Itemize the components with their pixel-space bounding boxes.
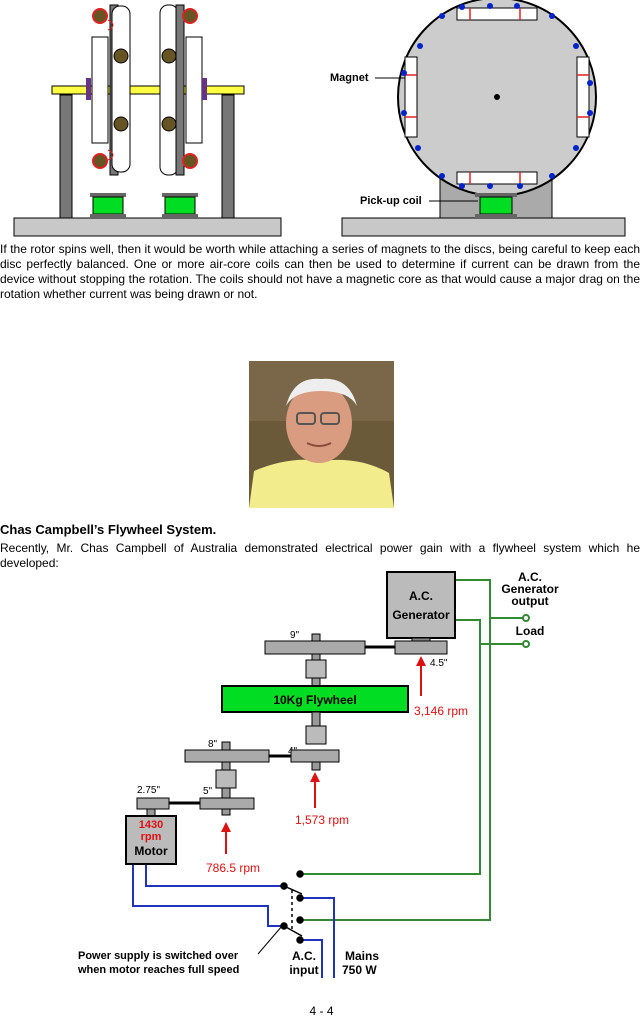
motor (125, 815, 177, 865)
coil-flange (475, 214, 517, 218)
magnet-top (456, 7, 538, 21)
magnet (182, 153, 198, 169)
bearing (305, 659, 327, 679)
left-support (59, 94, 73, 219)
flywheel-system-diagram: A.C. Generator A.C. Generator output Loa… (77, 570, 559, 978)
clamp (202, 78, 207, 100)
ac-input-line1: A.C. (292, 949, 316, 963)
rpm-arrowhead (221, 822, 231, 832)
rpm-arrowhead (416, 656, 426, 666)
pulley-2-75in-label: 2.75" (137, 785, 160, 796)
shaft (51, 85, 245, 95)
pulley-8in-label: 8" (208, 739, 218, 750)
output-label-line2: Generator (501, 582, 559, 596)
load-terminal (522, 640, 530, 648)
pulley-5in (199, 797, 255, 810)
ac-generator (386, 571, 456, 639)
flywheel-label: 10Kg Flywheel (273, 693, 356, 707)
output-label-line3: output (511, 594, 548, 608)
rotor-side-view-diagram (13, 4, 282, 237)
note-pointer (257, 925, 283, 955)
magnet (113, 48, 129, 64)
bearing (305, 725, 327, 745)
section-heading: Chas Campbell’s Flywheel System. (0, 522, 217, 537)
pulley-4in (290, 749, 340, 763)
disc-right-outer (159, 4, 179, 176)
pickup-coil (479, 196, 513, 215)
rpm-3146-label: 3,146 rpm (414, 704, 468, 718)
magnet (92, 8, 108, 24)
generator-output-wires (302, 579, 524, 921)
magnet (92, 153, 108, 169)
magnet-right (576, 56, 590, 138)
magnet-wire (107, 19, 114, 161)
magnet-bottom (456, 171, 538, 185)
disc-left-inner (91, 36, 109, 144)
disc-right-inner (185, 36, 203, 144)
pulley-2-75in (136, 797, 170, 810)
shaft-segment (311, 677, 321, 687)
coil-flange (90, 193, 126, 197)
right-support (221, 94, 235, 219)
pulley-5in-label: 5" (203, 786, 213, 797)
motor-rpm-unit: rpm (141, 831, 162, 843)
chas-campbell-photo (249, 361, 394, 508)
generator-label-line2: Generator (392, 608, 450, 622)
base-plate (13, 217, 282, 237)
coil-flange (475, 193, 517, 197)
clamp (86, 78, 91, 100)
bearing (215, 769, 237, 789)
rpm-786-label: 786.5 rpm (206, 861, 260, 875)
motor-label: Motor (134, 844, 168, 858)
shaft-segment (221, 761, 231, 771)
load-terminal (522, 614, 530, 622)
shaft-segment (221, 787, 231, 799)
pulley-4-5in (394, 640, 448, 655)
intro-paragraph: If the rotor spins well, then it would b… (0, 242, 640, 301)
shaft-segment (311, 711, 321, 727)
generator-label-line1: A.C. (409, 589, 433, 603)
magnet-left (404, 56, 418, 138)
switch-note-line1: Power supply is switched over (78, 950, 239, 962)
magnet (182, 8, 198, 24)
magnet (161, 116, 177, 132)
magnet-label: Magnet (330, 72, 369, 84)
motor-shaft (146, 808, 156, 817)
pickup-coil-label: Pick-up coil (360, 195, 422, 207)
shaft-segment (221, 808, 231, 816)
rpm-arrowhead (310, 772, 320, 782)
axle-center (494, 94, 500, 100)
shaft-segment (311, 653, 321, 661)
shaft-segment (311, 761, 321, 771)
coil-flange (90, 214, 126, 218)
coil-flange (162, 193, 198, 197)
coil-flange (162, 214, 198, 218)
pulley-8in (184, 749, 270, 763)
motor-supply-wires (132, 864, 335, 978)
switch-note-line2: when motor reaches full speed (77, 964, 239, 976)
motor-rpm-value: 1430 (139, 819, 163, 831)
magnet (113, 116, 129, 132)
pulley-9in-label: 9" (290, 630, 300, 641)
rotor-front-view-diagram: Magnet Pick-up coil (330, 0, 626, 237)
disc-left-outer (111, 5, 131, 173)
output-label-line1: A.C. (518, 570, 542, 584)
mains-line1: Mains (345, 949, 379, 963)
pickup-coil (92, 196, 124, 215)
pulley-9in (264, 640, 366, 655)
pickup-coil (164, 196, 196, 215)
ac-input-line2: input (289, 963, 318, 977)
changeover-switch (280, 870, 304, 944)
disc-right (175, 4, 185, 176)
intro-paragraph-2: Recently, Mr. Chas Campbell of Australia… (0, 541, 640, 570)
mains-line2: 750 W (342, 963, 377, 977)
magnet (161, 48, 177, 64)
page-number: 4 - 4 (309, 1004, 334, 1018)
rpm-1573-label: 1,573 rpm (295, 813, 349, 827)
load-label: Load (516, 624, 545, 638)
pulley-4-5in-label: 4.5" (430, 658, 448, 669)
base-plate (341, 217, 626, 237)
